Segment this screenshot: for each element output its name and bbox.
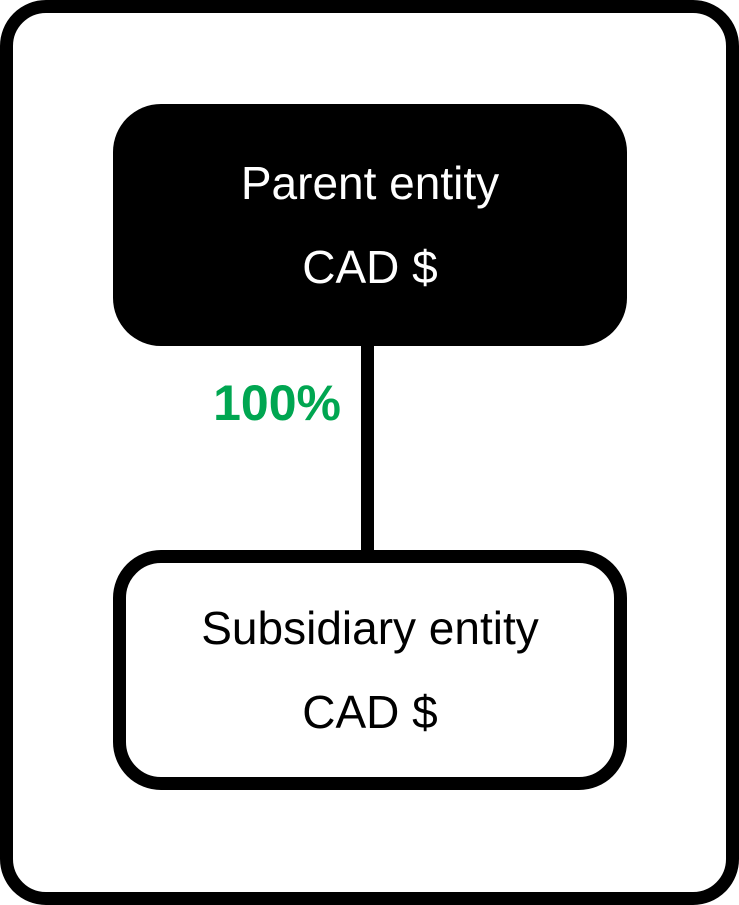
ownership-connector-line xyxy=(361,346,374,550)
subsidiary-entity-name: Subsidiary entity xyxy=(201,602,539,654)
subsidiary-entity-currency: CAD $ xyxy=(302,686,438,738)
parent-entity-name: Parent entity xyxy=(240,157,500,209)
parent-entity-box: Parent entity CAD $ xyxy=(113,104,627,346)
subsidiary-entity-box: Subsidiary entity CAD $ xyxy=(113,550,627,790)
ownership-percentage-label: 100% xyxy=(213,375,341,431)
parent-entity-currency: CAD $ xyxy=(302,241,438,293)
